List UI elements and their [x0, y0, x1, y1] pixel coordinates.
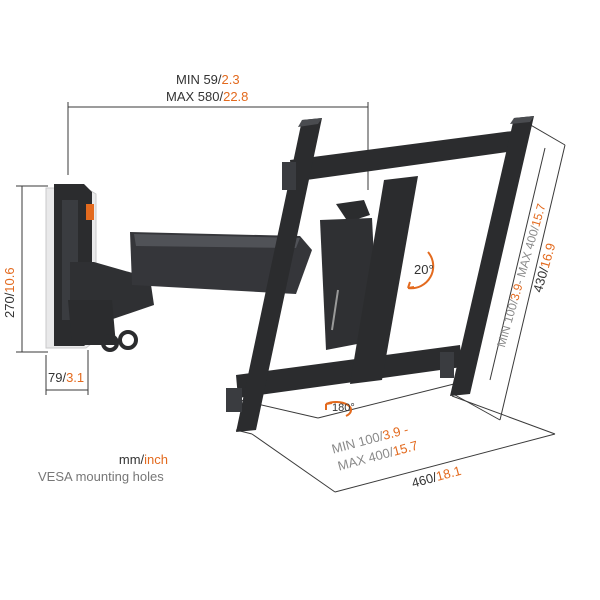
top-dim-max-label: MAX 580/22.8 — [166, 89, 248, 104]
tilt-rotation-arrow — [407, 251, 435, 290]
tv-plate — [226, 116, 534, 432]
height-dim-inch: 10.6 — [2, 267, 17, 293]
depth-dim-mm: 79/ — [48, 370, 67, 385]
vesa-caption: VESA mounting holes — [38, 469, 164, 484]
height-dimension-line — [16, 185, 48, 353]
top-dim-min-label: MIN 59/2.3 — [176, 72, 240, 87]
depth-dimension-line — [45, 350, 89, 395]
top-dim-min-inch: 2.3 — [221, 72, 240, 87]
rotate-degree-label: 180° — [332, 402, 355, 414]
top-dim-min-mm: MIN 59/ — [176, 72, 222, 87]
second-arm — [130, 232, 312, 294]
tilt-degree-label: 20° — [414, 262, 434, 277]
height-dim-label: 270/10.6 — [2, 267, 17, 318]
wall-plate-orange-tab — [86, 204, 94, 220]
top-dim-max-inch: 22.8 — [223, 89, 249, 104]
depth-dim-label: 79/3.1 — [48, 370, 84, 385]
unit-legend: mm/inch — [98, 452, 168, 467]
depth-dim-inch: 3.1 — [66, 370, 85, 385]
legend-inch: inch — [144, 452, 168, 467]
rotate-180-icon — [325, 401, 353, 417]
top-dimension-line — [67, 102, 369, 190]
height-dim-mm: 270/ — [2, 292, 17, 318]
top-dim-max-mm: MAX 580/ — [166, 89, 224, 104]
legend-mm: mm/ — [118, 452, 145, 467]
plate-height-dimension-line — [454, 119, 566, 421]
